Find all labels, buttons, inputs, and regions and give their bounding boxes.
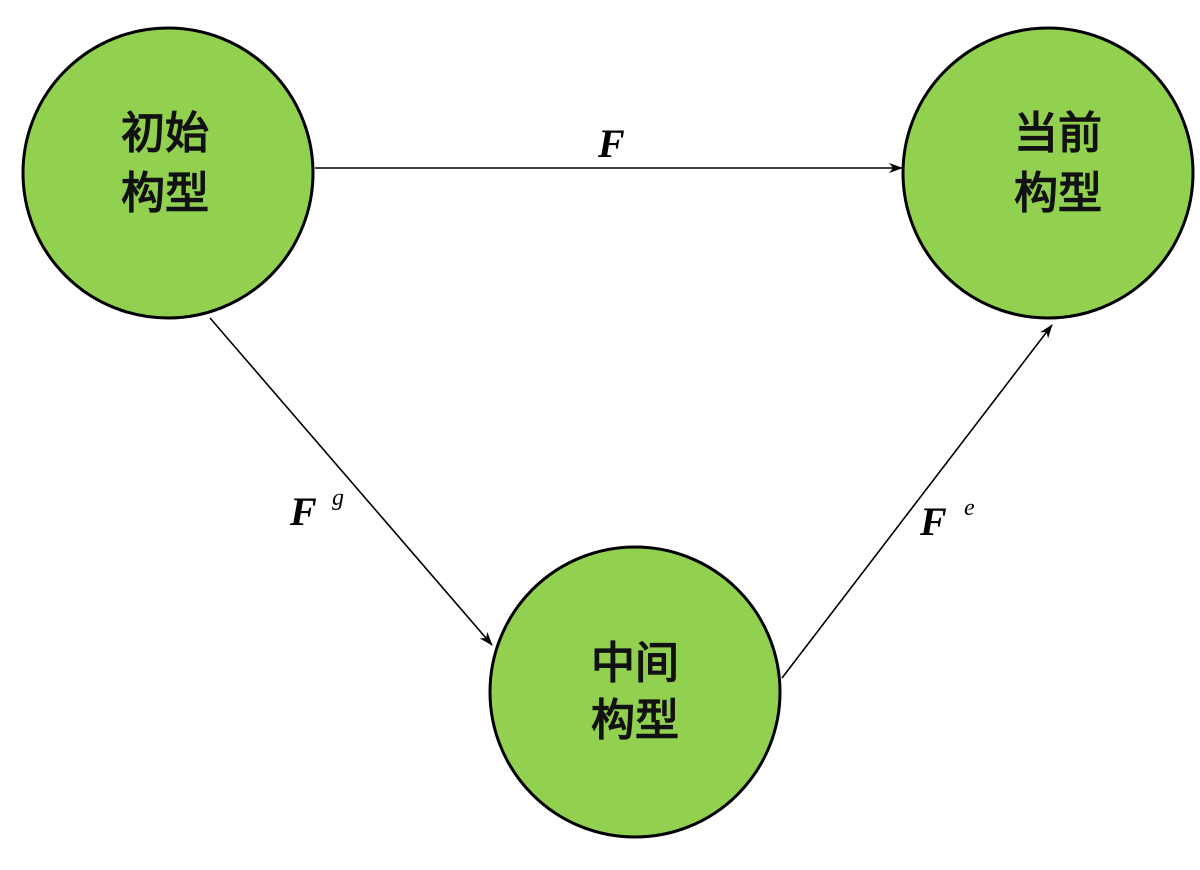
edge-label-growth-main: F [289,489,317,534]
node-initial-label-line1: 初始 [121,108,209,159]
node-intermediate-circle [488,545,782,839]
edge-label-total-main: F [597,121,625,166]
node-current-label-line1: 当前 [1014,108,1102,159]
edge-label-elastic: F e [919,495,975,544]
node-intermediate-configuration: 中间 构型 [488,545,782,839]
edge-label-growth-sup: g [332,485,344,511]
edge-label-growth: F g [289,485,344,534]
node-current-configuration: 当前 构型 [901,26,1195,320]
node-intermediate-label-line2: 构型 [591,695,679,746]
edge-intermediate-to-current [781,324,1053,679]
edge-label-elastic-main: F [919,499,947,544]
node-intermediate-label-line1: 中间 [591,638,679,689]
edge-label-total: F [597,121,625,166]
node-initial-configuration: 初始 构型 [21,26,315,320]
node-current-label-line2: 构型 [1014,168,1102,219]
edge-label-elastic-sup: e [964,495,975,521]
edge-initial-to-intermediate [209,317,493,646]
node-current-circle [901,26,1195,320]
node-initial-label-line2: 构型 [121,168,209,219]
node-initial-circle [21,26,315,320]
